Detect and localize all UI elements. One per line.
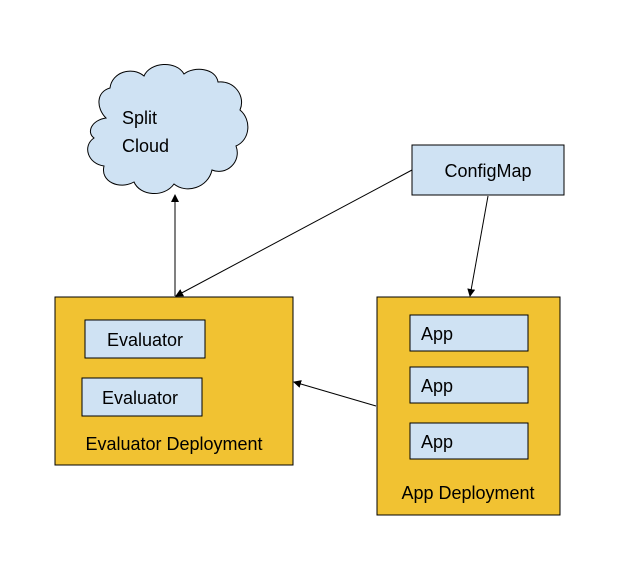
- app-box-2: [409, 366, 529, 404]
- app-label-3: App: [421, 432, 453, 452]
- app-label-1: App: [421, 324, 453, 344]
- evaluator-deployment-node: Evaluator Evaluator Evaluator Deployment: [54, 296, 294, 466]
- app-box-1: [409, 314, 529, 352]
- configmap-box: [411, 144, 565, 196]
- configmap-label: ConfigMap: [444, 161, 531, 181]
- app-label-2: App: [421, 376, 453, 396]
- evaluator-label-1: Evaluator: [107, 330, 183, 350]
- evaluator-label-2: Evaluator: [102, 388, 178, 408]
- arrow-app-to-evaluator: [293, 380, 377, 407]
- evaluator-deployment-label: Evaluator Deployment: [85, 434, 262, 454]
- evaluator-box-1: [84, 319, 206, 359]
- arrow-configmap-to-evaluator: [175, 169, 413, 297]
- split-cloud-node: Split Cloud: [87, 64, 249, 194]
- app-box-3: [409, 422, 529, 460]
- cloud-label-line2: Cloud: [122, 136, 169, 156]
- cloud-shape: [87, 64, 249, 194]
- arrow-configmap-to-app: [467, 195, 489, 297]
- configmap-node: ConfigMap: [411, 144, 565, 196]
- app-deployment-label: App Deployment: [401, 483, 534, 503]
- cloud-label-line1: Split: [122, 108, 157, 128]
- evaluator-box-2: [81, 377, 203, 417]
- app-deployment-node: App App App App Deployment: [376, 296, 561, 516]
